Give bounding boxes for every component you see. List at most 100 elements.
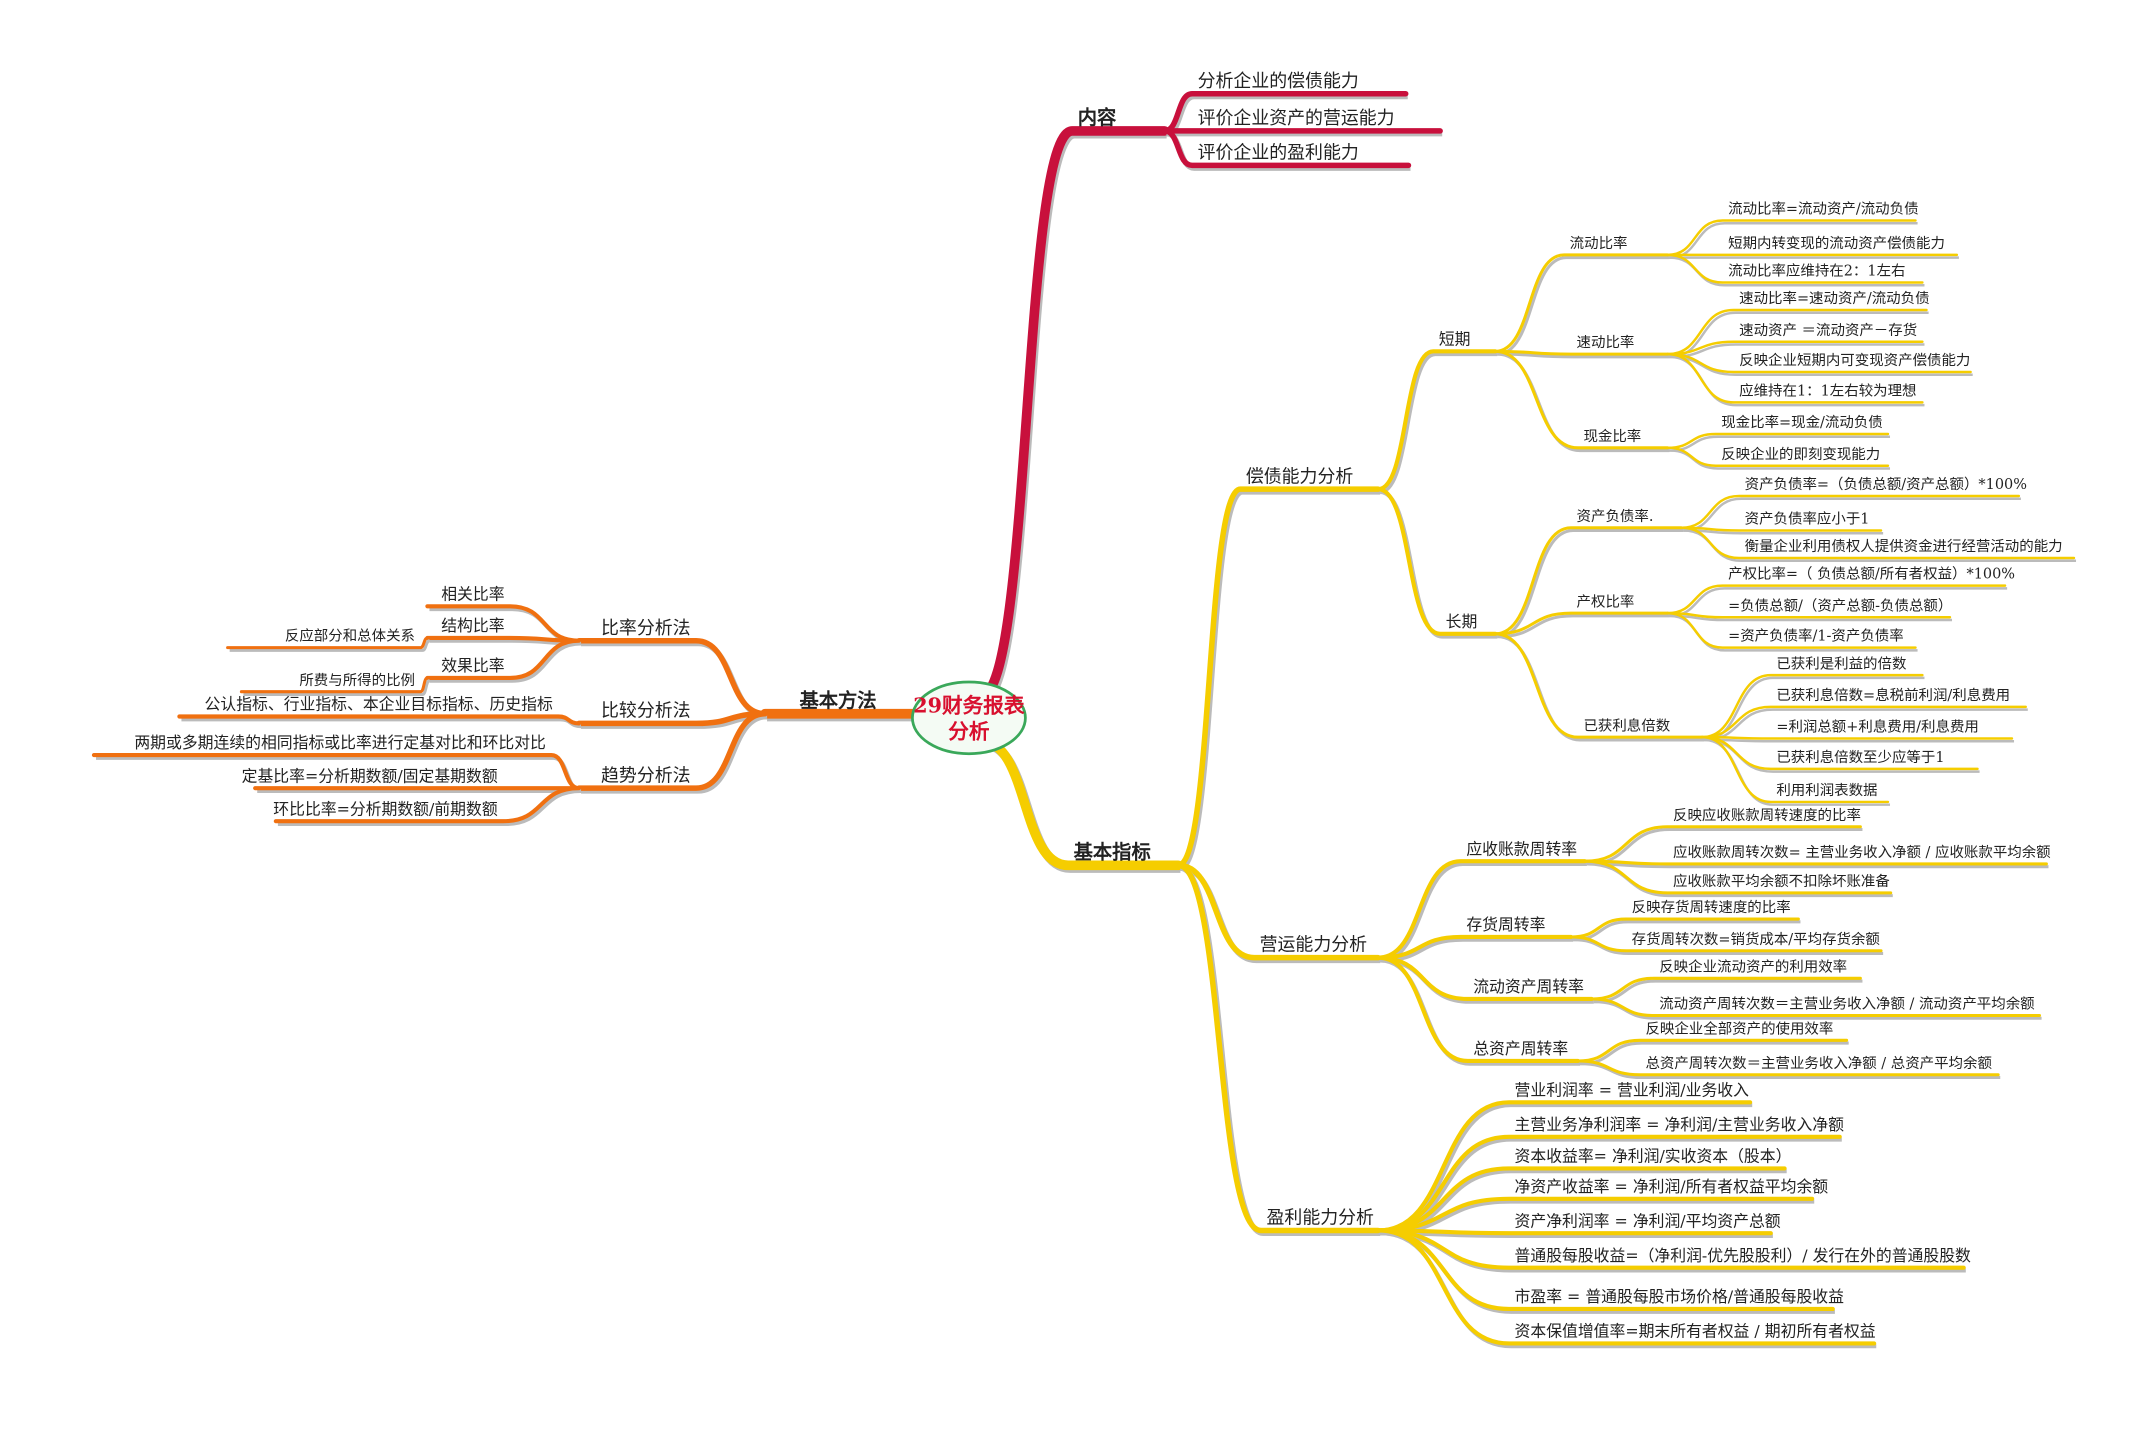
leaf-label[interactable]: 应收账款周转次数= 主营业务收入净额 / 应收账款平均余额 xyxy=(1673,843,2051,861)
leaf-label[interactable]: 应收账款平均余额不扣除坏账准备 xyxy=(1673,872,1890,890)
branch-line xyxy=(1583,825,1862,863)
central-topic[interactable]: 29财务报表 分析 xyxy=(911,680,1027,756)
leaf-label[interactable]: 两期或多期连续的相同指标或比率进行定基对比和环比对比 xyxy=(134,733,546,752)
leaf-label[interactable]: 利用利润表数据 xyxy=(1776,782,1877,799)
subtopic-label[interactable]: 结构比率 xyxy=(441,616,504,635)
branch-shadow xyxy=(1497,614,1670,639)
leaf-label[interactable]: =资产负债率/1-资产负债率 xyxy=(1728,628,1904,645)
branch-shadow xyxy=(1579,1062,2001,1080)
leaf-label[interactable]: 资本保值增值率=期末所有者权益 / 期初所有者权益 xyxy=(1515,1322,1876,1341)
leaf-label[interactable]: 产权比率=（ 负债总额/所有者权益）*100% xyxy=(1728,566,2015,583)
leaf-label[interactable]: 资本收益率= 净利润/实收资本（股本） xyxy=(1515,1147,1792,1166)
leaf-label[interactable]: 公认指标、行业指标、本企业目标指标、历史指标 xyxy=(205,695,553,714)
subtopic-label[interactable]: 资产负债率. xyxy=(1577,508,1654,525)
subtopic-label[interactable]: 产权比率 xyxy=(1577,593,1635,610)
leaf-label[interactable]: 已获利是利益的倍数 xyxy=(1776,655,1907,672)
leaf-label[interactable]: 反映企业流动资产的利用效率 xyxy=(1659,958,1847,975)
leaf-label[interactable]: 所费与所得的比例 xyxy=(299,672,415,689)
subtopic-label[interactable]: 趋势分析法 xyxy=(601,765,691,786)
main-topic-label[interactable]: 基本方法 xyxy=(798,689,876,712)
leaf-label[interactable]: =利润总额+利息费用/利息费用 xyxy=(1776,719,1979,736)
leaf-label[interactable]: =负债总额/（资产总额-负债总额） xyxy=(1728,597,1952,614)
leaf-label[interactable]: 反映企业短期内可变现资产偿债能力 xyxy=(1739,352,1970,369)
branch-line xyxy=(1680,526,2076,560)
branch-line xyxy=(1376,487,1498,636)
leaf-label[interactable]: 分析企业的偿债能力 xyxy=(1198,71,1359,92)
leaf-label[interactable]: 反映存货周转速度的比率 xyxy=(1632,899,1791,916)
leaf-label[interactable]: 衡量企业利用债权人提供资金进行经营活动的能力 xyxy=(1745,538,2063,555)
leaf-label[interactable]: 总资产周转次数＝主营业务收入净额 / 总资产平均余额 xyxy=(1645,1054,1992,1072)
branch-line xyxy=(1376,955,1594,1002)
leaf-label[interactable]: 速动资产 ＝流动资产－存货 xyxy=(1739,322,1917,339)
branch-line xyxy=(1576,1059,2000,1077)
branch-shadow xyxy=(1379,352,1498,494)
branch-line xyxy=(1680,494,2021,529)
subtopic-label[interactable]: 长期 xyxy=(1446,612,1478,631)
branch-line xyxy=(1376,1228,1877,1346)
branch-line xyxy=(1376,934,1574,960)
leaf-label[interactable]: 相关比率 xyxy=(441,584,504,603)
branch-line xyxy=(1700,735,2014,740)
subtopic-label[interactable]: 应收账款周转率 xyxy=(1466,839,1577,858)
branch-shadow xyxy=(429,641,582,683)
leaf-label[interactable]: 已获利息倍数=息税前利润/利息费用 xyxy=(1776,687,2010,704)
subtopic-label[interactable]: 存货周转率 xyxy=(1466,915,1545,934)
branch-line xyxy=(1666,253,1924,284)
branch-line xyxy=(1493,526,1683,636)
leaf-label[interactable]: 流动比率=流动资产/流动负债 xyxy=(1728,201,1918,218)
subtopic-label[interactable]: 营运能力分析 xyxy=(1260,935,1368,956)
main-topic-label[interactable]: 基本指标 xyxy=(1073,840,1151,863)
branch-line xyxy=(226,636,429,650)
leaf-label[interactable]: 营业利润率 = 营业利润/业务收入 xyxy=(1515,1080,1750,1099)
main-topic-label[interactable]: 内容 xyxy=(1078,106,1117,129)
branch-line xyxy=(239,676,429,694)
leaf-label[interactable]: 评价企业的盈利能力 xyxy=(1198,142,1359,163)
leaf-label[interactable]: 短期内转变现的流动资产偿债能力 xyxy=(1728,235,1945,252)
central-topic-line2: 分析 xyxy=(948,720,990,744)
subtopic-label[interactable]: 效果比率 xyxy=(441,656,504,675)
branch-shadow xyxy=(229,639,430,652)
branch-line xyxy=(1376,349,1498,492)
leaf-label[interactable]: 资产负债率应小于1 xyxy=(1745,510,1870,528)
subtopic-label[interactable]: 流动比率 xyxy=(1570,235,1628,252)
leaf-label[interactable]: 流动比率应维持在2：1左右 xyxy=(1728,262,1905,280)
subtopic-label[interactable]: 已获利息倍数 xyxy=(1583,717,1670,734)
leaf-label[interactable]: 已获利息倍数至少应等于1 xyxy=(1776,748,1944,766)
leaf-label[interactable]: 速动比率=速动资产/流动负债 xyxy=(1739,290,1929,307)
subtopic-label[interactable]: 比率分析法 xyxy=(601,618,691,639)
subtopic-label[interactable]: 短期 xyxy=(1439,329,1471,348)
branch-line xyxy=(1175,862,1381,1234)
branch-line xyxy=(1666,611,1917,649)
subtopic-label[interactable]: 速动比率 xyxy=(1577,334,1635,351)
branch-line xyxy=(1161,128,1412,169)
leaf-label[interactable]: 主营业务净利润率 = 净利润/主营业务收入净额 xyxy=(1515,1115,1845,1134)
leaf-label[interactable]: 资产负债率=（负债总额/资产总额）*100% xyxy=(1745,476,2027,493)
leaf-label[interactable]: 反映企业的即刻变现能力 xyxy=(1721,446,1880,463)
leaf-label[interactable]: 环比比率=分析期数额/前期数额 xyxy=(273,799,498,818)
leaf-label[interactable]: 市盈率 = 普通股每股市场价格/普通股每股收益 xyxy=(1515,1287,1845,1306)
leaf-label[interactable]: 定基比率=分析期数额/固定基期数额 xyxy=(242,766,498,785)
subtopic-label[interactable]: 偿债能力分析 xyxy=(1246,466,1354,487)
subtopic-label[interactable]: 现金比率 xyxy=(1583,428,1641,445)
leaf-label[interactable]: 净资产收益率 = 净利润/所有者权益平均余额 xyxy=(1515,1177,1829,1196)
branch-line xyxy=(1700,673,1924,739)
leaf-label[interactable]: 普通股每股收益=（净利润-优先股股利）/ 发行在外的普通股股数 xyxy=(1515,1246,1972,1265)
leaf-label[interactable]: 应维持在1：1左右较为理想 xyxy=(1739,381,1916,399)
leaf-label[interactable]: 评价企业资产的营运能力 xyxy=(1198,108,1395,129)
leaf-label[interactable]: 反应部分和总体关系 xyxy=(285,627,415,645)
branch-line xyxy=(576,637,768,717)
branch-line xyxy=(1583,859,2048,866)
subtopic-label[interactable]: 流动资产周转率 xyxy=(1473,977,1584,996)
leaf-label[interactable]: 现金比率=现金/流动负债 xyxy=(1721,414,1883,431)
subtopic-label[interactable]: 比较分析法 xyxy=(601,700,691,721)
branch-shadow xyxy=(581,713,768,794)
leaf-label[interactable]: 存货周转次数=销货成本/平均存货余额 xyxy=(1632,930,1881,948)
subtopic-label[interactable]: 总资产周转率 xyxy=(1473,1039,1568,1058)
leaf-label[interactable]: 流动资产周转次数＝主营业务收入净额 / 流动资产平均余额 xyxy=(1659,995,2035,1013)
leaf-label[interactable]: 反映应收账款周转速度的比率 xyxy=(1673,806,1861,824)
leaf-label[interactable]: 资产净利润率 = 净利润/平均资产总额 xyxy=(1515,1211,1781,1230)
subtopic-label[interactable]: 盈利能力分析 xyxy=(1267,1208,1375,1229)
leaf-label[interactable]: 反映企业全部资产的使用效率 xyxy=(1645,1019,1833,1037)
branch-line xyxy=(1666,308,1928,356)
